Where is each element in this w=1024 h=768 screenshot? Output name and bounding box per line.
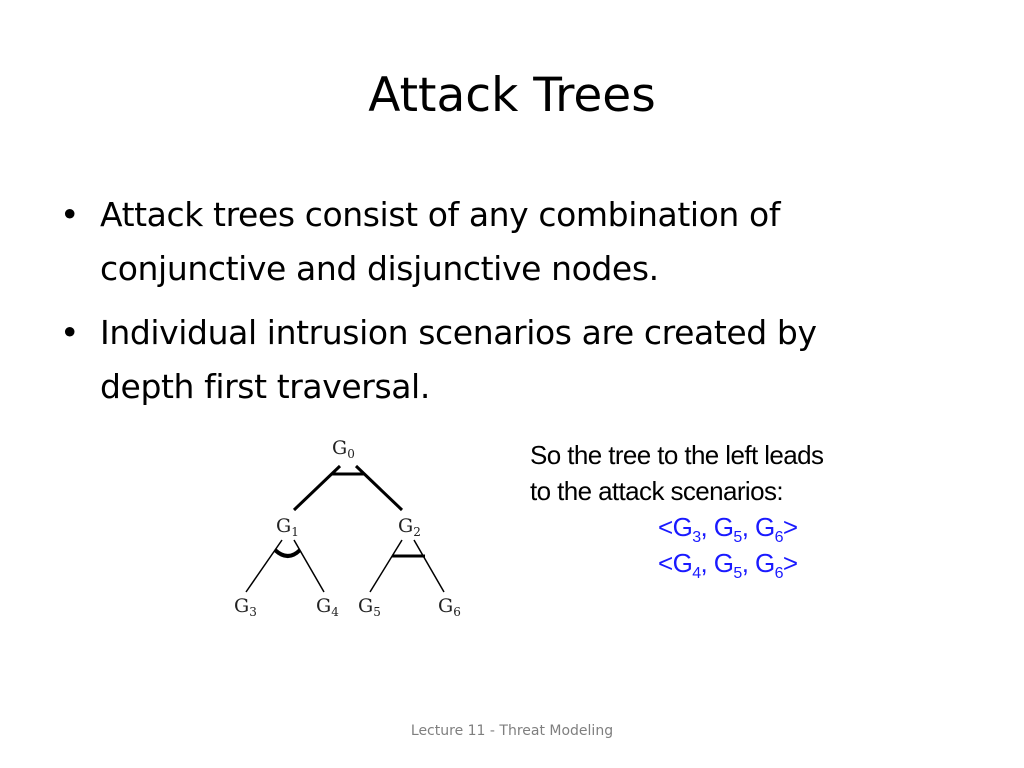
attack-scenario: <G3, G5, G6> — [658, 512, 798, 547]
edge-g1-g3 — [245, 539, 283, 593]
node-g1: G1 — [276, 515, 299, 539]
slide-footer: Lecture 11 - Threat Modeling — [410, 723, 614, 739]
attack-tree-svg: G0 G1 G2 G3 G4 G5 G6 — [234, 437, 461, 619]
bullet-text-line: Individual intrusion scenarios are creat… — [100, 313, 817, 352]
explanation-line: So the tree to the left leads — [530, 440, 824, 470]
attack-scenario: <G4, G5, G6> — [658, 548, 798, 583]
bullet-text-line: conjunctive and disjunctive nodes. — [100, 249, 659, 288]
node-g4: G4 — [316, 595, 339, 619]
node-g6: G6 — [438, 595, 461, 619]
bullet-dot-icon: • — [60, 195, 80, 234]
slide-title: Attack Trees — [368, 68, 656, 123]
node-g3: G3 — [234, 595, 257, 619]
bullet-item: • Individual intrusion scenarios are cre… — [58, 306, 958, 414]
node-g0: G0 — [332, 437, 355, 461]
bullet-dot-icon: • — [60, 313, 80, 352]
scenario-explanation: So the tree to the left leads to the att… — [530, 437, 1010, 583]
bullet-item: • Attack trees consist of any combinatio… — [58, 188, 958, 296]
bullet-list: • Attack trees consist of any combinatio… — [58, 188, 958, 424]
bullet-text-line: Attack trees consist of any combination … — [100, 195, 781, 234]
or-arc-g1 — [273, 548, 302, 558]
node-g2: G2 — [398, 515, 421, 539]
explanation-line: to the attack scenarios: — [530, 476, 784, 506]
edge-g2-g6 — [413, 539, 445, 593]
bullet-text-line: depth first traversal. — [100, 367, 430, 406]
edge-g1-g4 — [293, 539, 325, 593]
edge-g2-g5 — [369, 539, 403, 593]
node-g5: G5 — [358, 595, 381, 619]
attack-tree-diagram: G0 G1 G2 G3 G4 G5 G6 — [222, 432, 482, 622]
